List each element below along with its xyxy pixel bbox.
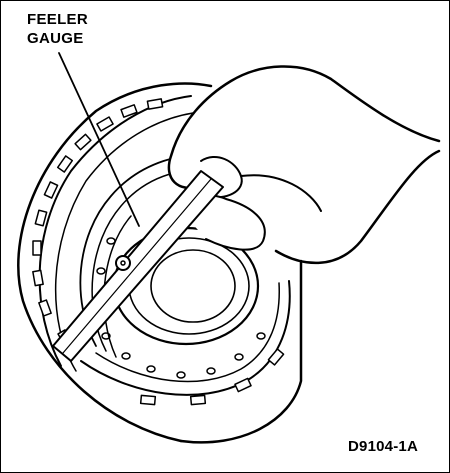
feeler-gauge-blade — [52, 170, 224, 362]
feeler-gauge-pivot-center — [120, 260, 126, 266]
hand-palm — [274, 149, 441, 265]
hand-outline — [167, 65, 441, 189]
feeler-gauge-label-line1: FEELER — [27, 11, 88, 28]
feeler-gauge-pivot — [115, 255, 131, 271]
thumb — [240, 174, 322, 212]
rim-spline-teeth — [32, 98, 164, 347]
drum-housing — [17, 82, 213, 443]
figure-id: D9104-1A — [348, 438, 418, 455]
callout-leader-line — [58, 52, 140, 227]
drum-rim-inner-2 — [54, 112, 194, 372]
feeler-gauge-edge — [62, 178, 212, 354]
feeler-gauge-label: FEELER GAUGE — [27, 10, 88, 48]
drum-outer-tabs — [139, 348, 285, 406]
feeler-gauge-label-line2: GAUGE — [27, 30, 84, 47]
inner-hub-bore — [150, 249, 236, 323]
pressure-plate-edge-2 — [95, 282, 280, 383]
drum-bottom-edge — [179, 259, 303, 444]
